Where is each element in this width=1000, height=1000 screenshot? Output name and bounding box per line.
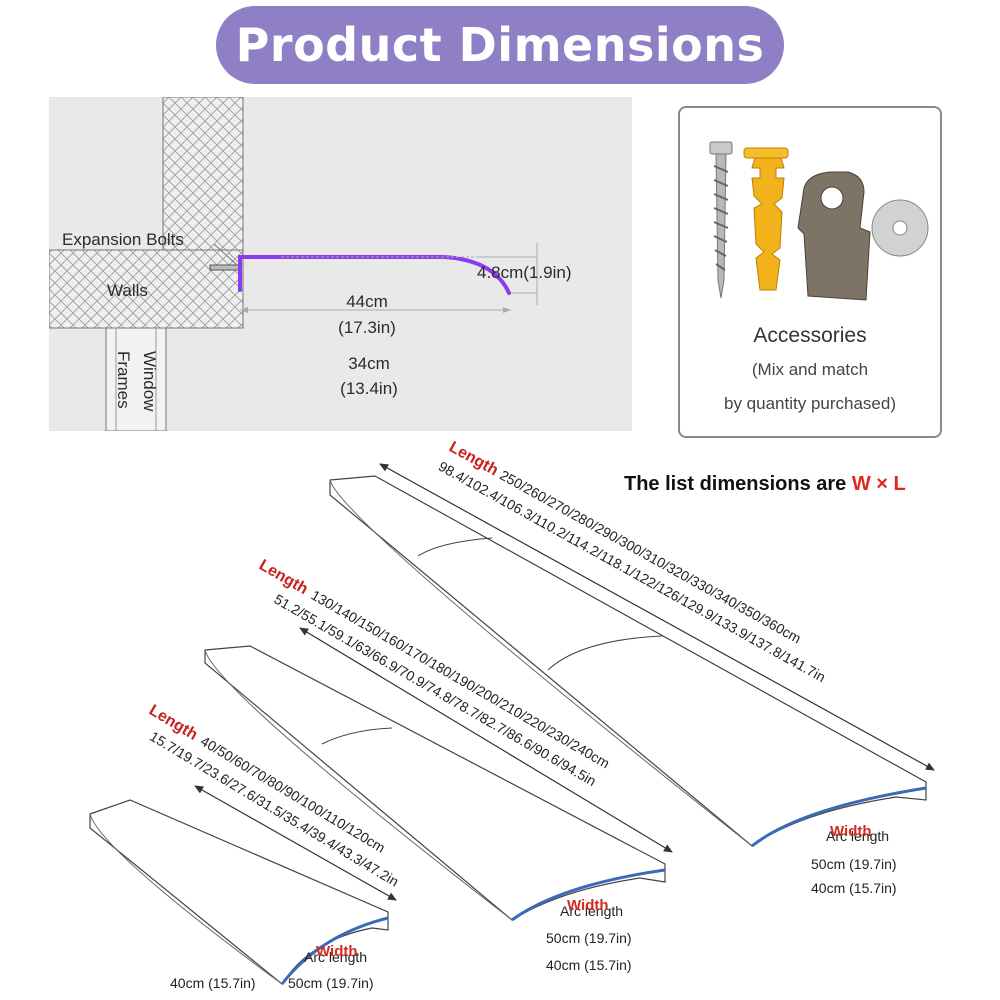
accessories-card: Accessories (Mix and match by quantity p… bbox=[678, 106, 942, 438]
panel-medium-arc-label: Arc length bbox=[560, 903, 623, 919]
panel-small-arc-label: Arc length bbox=[304, 949, 367, 965]
inner-cm-label: 34cm bbox=[348, 354, 390, 373]
washer-icon bbox=[871, 199, 929, 257]
expansion-bolts-label: Expansion Bolts bbox=[62, 230, 184, 249]
accessories-title: Accessories bbox=[753, 324, 867, 347]
panel-medium-arc-edge bbox=[511, 868, 666, 922]
panel-large-size-1: 50cm (19.7in) bbox=[811, 856, 897, 872]
panel-small-arc-edge bbox=[280, 916, 389, 985]
screw-icon bbox=[709, 141, 733, 299]
accessories-illustration bbox=[709, 141, 929, 301]
panel-small bbox=[89, 785, 397, 985]
installation-diagram: Expansion Bolts Walls Window Frames 4.8c… bbox=[49, 97, 632, 431]
wall-slab bbox=[49, 249, 244, 329]
inner-in-label: (13.4in) bbox=[340, 379, 398, 398]
wall-column bbox=[162, 97, 244, 258]
page-title: Product Dimensions bbox=[235, 18, 765, 72]
panel-large-size-2: 40cm (15.7in) bbox=[811, 880, 897, 896]
panel-medium-width-label: Width bbox=[567, 897, 609, 914]
accessories-note-line2: by quantity purchased) bbox=[724, 394, 896, 413]
depth-in-label: (17.3in) bbox=[338, 318, 396, 337]
title-banner: Product Dimensions bbox=[216, 6, 784, 84]
bracket-icon bbox=[797, 171, 871, 301]
panel-small-size-2: 50cm (19.7in) bbox=[288, 975, 374, 991]
panel-large-arc-label: Arc length bbox=[826, 828, 889, 844]
walls-label: Walls bbox=[107, 281, 148, 300]
height-label: 4.8cm(1.9in) bbox=[477, 263, 572, 282]
panel-small-width-label: Width bbox=[316, 943, 358, 960]
panel-medium-size-1: 50cm (19.7in) bbox=[546, 930, 632, 946]
canopy-profile bbox=[238, 255, 511, 295]
accessories-note-line1: (Mix and match bbox=[751, 360, 869, 379]
panel-medium bbox=[204, 627, 673, 922]
wall-anchor-icon bbox=[743, 147, 789, 291]
installation-drawing bbox=[49, 97, 538, 431]
panel-large-width-label: Width bbox=[830, 823, 872, 840]
panel-medium-size-2: 40cm (15.7in) bbox=[546, 957, 632, 973]
depth-cm-label: 44cm bbox=[346, 292, 388, 311]
panel-small-size-1: 40cm (15.7in) bbox=[170, 975, 256, 991]
panel-large-arc-edge bbox=[751, 786, 927, 848]
